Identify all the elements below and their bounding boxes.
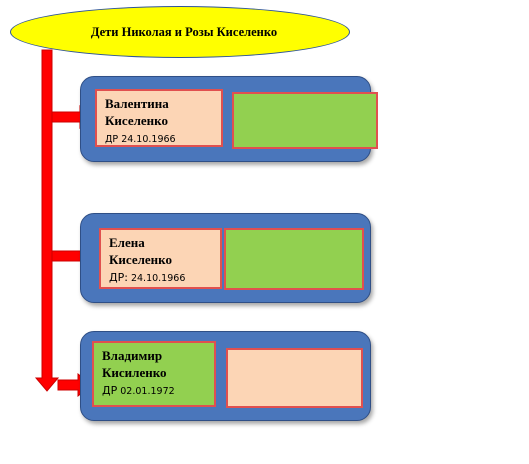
trunk-arrow [34, 49, 60, 392]
dob-value: 24.10.1966 [130, 273, 186, 284]
dob-value: 02.01.1972 [120, 386, 175, 397]
child-note-box-3 [226, 348, 363, 408]
child-note-box-1 [232, 92, 378, 149]
child-last-name: Кисиленко [102, 365, 167, 380]
diagram-title: Дети Николая и Розы Киселенко [90, 24, 278, 39]
dob-label: ДР [102, 384, 118, 397]
dob-value: 24.10.1966 [121, 134, 176, 145]
child-card-2: Елена Киселенко ДР: 24.10.1966 [99, 228, 222, 289]
dob-label: ДР [105, 134, 119, 145]
child-note-box-2 [224, 228, 364, 290]
child-last-name: Киселенко [109, 252, 172, 267]
child-first-name: Елена [109, 235, 145, 250]
child-first-name: Валентина [105, 96, 169, 111]
child-card-1: Валентина Киселенко ДР 24.10.1966 [95, 89, 223, 147]
dob-label: ДР: [109, 271, 128, 284]
child-first-name: Владимир [102, 348, 163, 363]
child-card-3: Владимир Кисиленко ДР 02.01.1972 [92, 341, 216, 407]
child-last-name: Киселенко [105, 113, 168, 128]
title-oval: Дети Николая и Розы Киселенко [10, 6, 350, 58]
